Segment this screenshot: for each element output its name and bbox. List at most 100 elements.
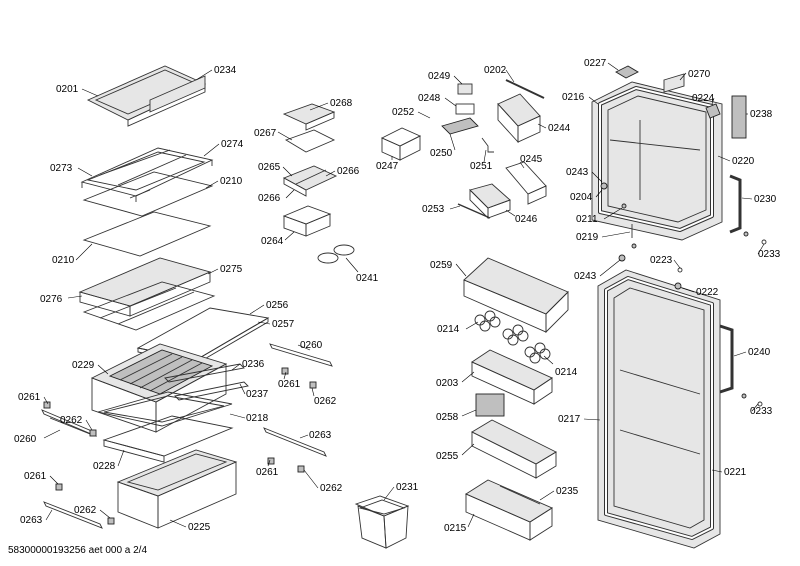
part-insert-0267 xyxy=(284,129,336,153)
label-0233: 0233 xyxy=(750,406,773,417)
label-0210: 0210 xyxy=(52,255,75,266)
label-0250: 0250 xyxy=(430,148,453,159)
label-0201: 0201 xyxy=(56,84,79,95)
part-small-box-0249 xyxy=(455,83,475,115)
label-0229: 0229 xyxy=(72,360,95,371)
label-0270: 0270 xyxy=(688,69,711,80)
part-slide-rail-left-lower xyxy=(43,501,103,529)
label-0262: 0262 xyxy=(314,396,337,407)
label-0256: 0256 xyxy=(266,300,289,311)
label-0262: 0262 xyxy=(60,415,83,426)
part-tray-0246 xyxy=(469,183,511,220)
part-hinge-0250 xyxy=(441,117,479,135)
label-0224: 0224 xyxy=(692,93,715,104)
part-door-balcony-0259 xyxy=(463,257,569,334)
part-door-shelf-0244 xyxy=(497,93,541,144)
part-bottom-drawer xyxy=(116,449,238,529)
label-0219: 0219 xyxy=(576,232,599,243)
label-0263: 0263 xyxy=(309,430,332,441)
part-shelf-frame xyxy=(80,147,214,202)
label-0243: 0243 xyxy=(574,271,597,282)
label-0240: 0240 xyxy=(748,347,771,358)
label-0261: 0261 xyxy=(18,392,41,403)
part-screws xyxy=(600,182,767,407)
part-egg-holder-left xyxy=(474,310,501,332)
part-drawer-cover xyxy=(102,415,234,463)
label-0211: 0211 xyxy=(576,214,598,225)
label-0210: 0210 xyxy=(220,176,243,187)
label-0261: 0261 xyxy=(278,379,301,390)
label-0234: 0234 xyxy=(214,65,237,76)
label-0276: 0276 xyxy=(40,294,63,305)
part-handle-0230 xyxy=(729,174,742,234)
label-0217: 0217 xyxy=(558,414,581,425)
label-0263: 0263 xyxy=(20,515,43,526)
label-0235: 0235 xyxy=(556,486,579,497)
part-labels: 0201 0234 0268 0267 0274 0273 0265 0266 … xyxy=(14,58,781,534)
label-0259: 0259 xyxy=(430,260,453,271)
label-0238: 0238 xyxy=(750,109,773,120)
part-upper-door-0216 xyxy=(591,81,723,241)
label-0264: 0264 xyxy=(261,236,284,247)
footer-document-id: 58300000193256 aet 000 a 2/4 xyxy=(8,545,148,556)
label-0267: 0267 xyxy=(254,128,277,139)
label-0244: 0244 xyxy=(548,123,571,134)
part-drawer-grill xyxy=(90,343,228,433)
label-0265: 0265 xyxy=(258,162,281,173)
label-0223: 0223 xyxy=(650,255,673,266)
label-0215: 0215 xyxy=(444,523,467,534)
label-0255: 0255 xyxy=(436,451,459,462)
label-0231: 0231 xyxy=(396,482,419,493)
part-small-tray-0268 xyxy=(282,103,336,131)
part-ice-tray-0241 xyxy=(317,244,355,264)
part-small-box-0264 xyxy=(282,205,332,237)
label-0222: 0222 xyxy=(696,287,719,298)
part-bin-0231 xyxy=(354,495,410,549)
label-0266: 0266 xyxy=(337,166,360,177)
part-door-shelf-0255 xyxy=(471,419,557,479)
part-tray-0247 xyxy=(380,127,422,161)
label-0251: 0251 xyxy=(470,161,493,172)
label-0228: 0228 xyxy=(93,461,116,472)
part-clips xyxy=(43,367,317,525)
label-0243: 0243 xyxy=(566,167,589,178)
label-0237: 0237 xyxy=(246,389,269,400)
label-0260: 0260 xyxy=(300,340,323,351)
part-egg-holder-mid xyxy=(502,324,529,346)
part-rail-right xyxy=(164,363,249,401)
part-glass-panel-lower xyxy=(82,211,212,257)
part-badge-0227 xyxy=(615,65,639,79)
label-0261: 0261 xyxy=(256,467,279,478)
label-0236: 0236 xyxy=(242,359,265,370)
label-0221: 0221 xyxy=(724,467,747,478)
label-0273: 0273 xyxy=(50,163,73,174)
label-0248: 0248 xyxy=(418,93,441,104)
label-0204: 0204 xyxy=(570,192,593,203)
label-0257: 0257 xyxy=(272,319,295,330)
label-0214: 0214 xyxy=(437,324,460,335)
part-cover-0224 xyxy=(705,103,721,119)
part-handle-0240 xyxy=(719,324,734,394)
part-egg-tray-0265 xyxy=(282,165,338,197)
part-lower-door-0217 xyxy=(597,269,721,549)
label-0218: 0218 xyxy=(246,413,269,424)
label-0261: 0261 xyxy=(24,471,47,482)
label-0220: 0220 xyxy=(732,156,755,167)
label-0247: 0247 xyxy=(376,161,399,172)
part-shelf-tray-top xyxy=(86,65,207,127)
label-0241: 0241 xyxy=(356,273,379,284)
part-crisper-shelf xyxy=(78,257,216,331)
part-rail-0202 xyxy=(505,79,545,99)
part-door-shelf-0203 xyxy=(471,349,553,405)
label-0216: 0216 xyxy=(562,92,585,103)
label-0252: 0252 xyxy=(392,107,415,118)
label-0268: 0268 xyxy=(330,98,353,109)
part-glass-panel-upper xyxy=(82,171,214,217)
part-slide-rail-right-upper xyxy=(269,343,333,367)
label-0266: 0266 xyxy=(258,193,281,204)
label-0262: 0262 xyxy=(320,483,343,494)
label-0202: 0202 xyxy=(484,65,507,76)
part-rod-0253 xyxy=(457,203,491,219)
